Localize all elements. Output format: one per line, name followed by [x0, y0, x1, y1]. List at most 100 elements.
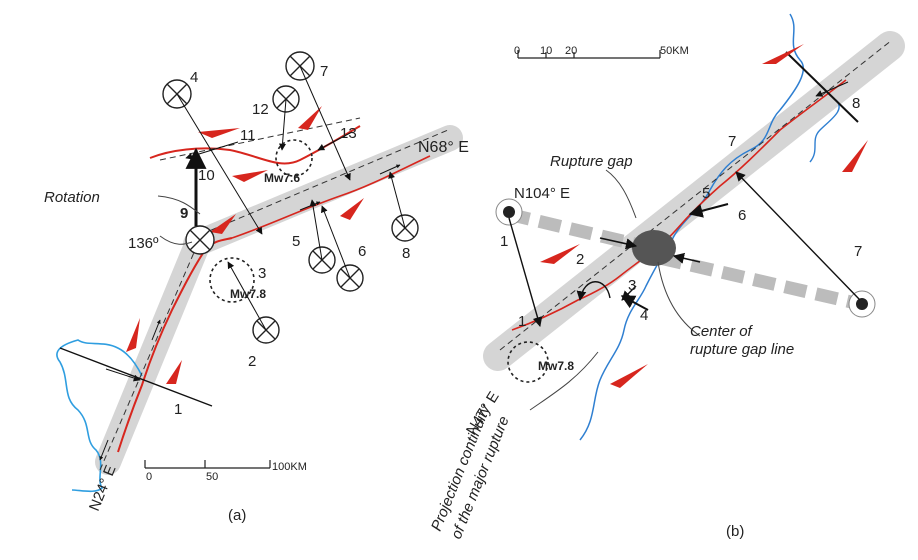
slip-arrow-1 [198, 128, 240, 138]
arrow-sw-1 [99, 439, 109, 461]
slip-arrow-b-2 [842, 140, 868, 172]
svg-text:0: 0 [514, 45, 520, 57]
label-a-8: 8 [402, 245, 410, 262]
vector-5 [309, 199, 323, 261]
magnitude-north-label: Mw7.6 [264, 171, 300, 185]
axis-line-ne [201, 129, 449, 235]
label-a-12: 12 [252, 101, 269, 118]
rupture-gap-center [632, 230, 676, 266]
svg-text:100KM: 100KM [272, 461, 307, 473]
label-a-6: 6 [358, 243, 366, 260]
river-north [809, 99, 840, 163]
vector-b-3 [621, 285, 637, 301]
epicenter-mw78 [209, 257, 255, 303]
epicenter-mw76 [275, 139, 313, 177]
slip-arrow-b-3 [540, 244, 580, 264]
panel-label-b: (b) [726, 523, 744, 540]
center-label-line2: rupture gap line [690, 341, 794, 358]
station-9 [185, 225, 215, 255]
slip-arrow-b-4 [610, 364, 648, 388]
vector-12 [279, 98, 287, 151]
slip-arrow-b-1 [762, 44, 804, 64]
slip-arrow-4 [210, 214, 236, 234]
fault-zone-band-ne [183, 125, 463, 257]
label-a-9: 9 [180, 205, 188, 222]
station-b-1 [495, 198, 523, 226]
rupture-gap-label: Rupture gap [550, 153, 633, 170]
axis-line-sw [99, 233, 203, 471]
panel-b: 1 1 2 3 4 5 6 7 7 8 Rupture gap N104° E … [428, 13, 905, 541]
svg-text:20: 20 [565, 45, 577, 57]
epicenter-b-mw78 [507, 341, 549, 383]
slip-arrow-2 [298, 106, 322, 130]
label-b-8: 8 [852, 95, 860, 112]
vector-6 [321, 205, 351, 279]
slip-arrow-5 [340, 198, 364, 220]
angle-label: 136º [128, 235, 159, 252]
label-a-10: 10 [198, 167, 215, 184]
rotation-curve [157, 195, 201, 215]
arrow-ne-2 [379, 164, 401, 175]
river-east [579, 13, 805, 441]
svg-text:50: 50 [206, 471, 218, 483]
leader-rupture-gap [605, 169, 637, 219]
dashed-band-east [658, 251, 862, 311]
scale-bar-a: 0 50 100KM [144, 460, 307, 483]
svg-text:50KM: 50KM [660, 45, 689, 57]
label-a-2: 2 [248, 353, 256, 370]
vector-13 [317, 131, 353, 151]
vector-b-gap-w [599, 237, 638, 250]
vector-b-2 [576, 281, 611, 301]
slip-arrow-7 [166, 360, 182, 384]
leader-projection [529, 351, 599, 411]
label-b-7-north: 7 [728, 133, 736, 150]
label-a-13: 13 [340, 125, 357, 142]
label-a-1: 1 [174, 401, 182, 418]
vector-b-5 [688, 203, 729, 218]
vector-b-1 [508, 217, 543, 327]
axis-line-north [159, 117, 361, 161]
slip-arrow-3 [232, 170, 268, 182]
leader-center [657, 261, 701, 337]
center-label-line1: Center of [690, 323, 754, 340]
orientation-n104e: N104° E [514, 185, 570, 202]
profile-arrow-1 [105, 368, 141, 382]
panel-label-a: (a) [228, 507, 246, 524]
magnitude-south-label: Mw7.8 [230, 287, 266, 301]
angle-leader [159, 235, 193, 245]
label-a-7: 7 [320, 63, 328, 80]
label-b-3: 3 [628, 277, 636, 294]
label-b-2: 2 [576, 251, 584, 268]
scale-bar-b: 0 10 20 50KM [514, 45, 689, 59]
slip-arrow-6 [126, 318, 140, 352]
label-a-11: 11 [240, 127, 256, 144]
profile-line-b-8 [785, 51, 859, 123]
vector-2 [227, 261, 267, 331]
rotation-label: Rotation [44, 189, 100, 206]
magnitude-b-label: Mw7.8 [538, 359, 574, 373]
vector-8 [388, 171, 406, 229]
station-b-7 [848, 290, 876, 318]
vector-b-gap-e [672, 252, 701, 264]
vector-7 [299, 65, 351, 181]
label-b-1-west: 1 [500, 233, 508, 250]
label-b-4: 4 [640, 307, 648, 324]
label-a-5: 5 [292, 233, 300, 250]
orientation-n68e: N68° E [418, 139, 469, 156]
label-b-6: 6 [738, 207, 746, 224]
vector-b-7 [735, 171, 861, 301]
svg-text:0: 0 [146, 471, 152, 483]
svg-text:10: 10 [540, 45, 552, 57]
profile-arrow-b-8 [815, 81, 849, 97]
dashed-band-west [506, 207, 654, 255]
axis-line-b [499, 39, 893, 351]
fault-zone-band-b [483, 31, 905, 371]
arrow-sw-2 [151, 319, 161, 341]
label-b-1-south: 1 [518, 313, 526, 330]
label-a-3: 3 [258, 265, 266, 282]
label-b-5: 5 [702, 185, 710, 202]
vector-4 [176, 93, 263, 235]
label-b-7-east: 7 [854, 243, 862, 260]
